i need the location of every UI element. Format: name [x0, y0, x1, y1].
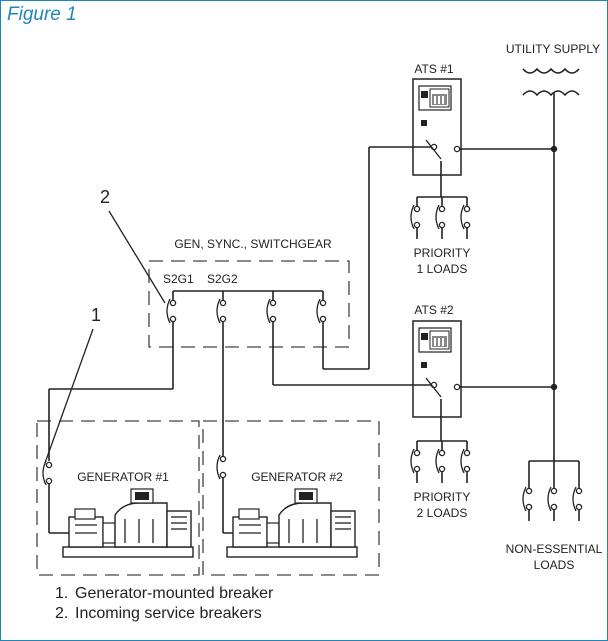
generator1-mounted-breaker — [42, 460, 53, 486]
ats2-label: ATS #2 — [414, 303, 453, 317]
legend-item-1: 1.Generator-mounted breaker — [55, 585, 274, 602]
switchgear-label: GEN, SYNC., SWITCHGEAR — [174, 237, 332, 251]
generator2-icon — [226, 488, 358, 558]
priority2-loads — [410, 440, 471, 483]
utility-transformer — [522, 67, 580, 97]
ats1-transfer-switch — [425, 139, 461, 160]
generator2-mounted-breaker — [216, 454, 227, 480]
priority1-loads — [410, 196, 471, 239]
generator1-enclosure — [36, 420, 200, 576]
figure-title: Figure 1 — [7, 4, 77, 25]
callout-1-leader — [44, 328, 94, 464]
nonessential-loads — [522, 460, 583, 521]
nonessential-label-line1: NON-ESSENTIAL — [506, 542, 603, 556]
s2g2-label: S2G2 — [207, 272, 238, 286]
utility-supply-label: UTILITY SUPPLY — [506, 42, 600, 56]
priority2-label-line2: 2 LOADS — [417, 506, 468, 520]
generator1-icon — [62, 488, 194, 558]
priority1-label-line1: PRIORITY — [414, 246, 471, 260]
generator1-label: GENERATOR #1 — [77, 470, 169, 484]
callout-2-leader — [108, 210, 166, 304]
legend-item-2: 2.Incoming service breakers — [55, 605, 262, 622]
ats1-label: ATS #1 — [414, 62, 453, 76]
callout-2: 2 — [100, 187, 110, 207]
priority1-label-line2: 1 LOADS — [417, 262, 468, 276]
ats2-transfer-switch — [425, 377, 461, 398]
generator2-label: GENERATOR #2 — [251, 470, 343, 484]
generator2-enclosure — [202, 420, 380, 576]
callout-1: 1 — [91, 305, 101, 325]
priority2-label-line1: PRIORITY — [414, 490, 471, 504]
s2g1-label: S2G1 — [163, 272, 194, 286]
switchgear-breakers — [166, 291, 327, 324]
switchgear-enclosure — [148, 260, 350, 348]
nonessential-label-line2: LOADS — [534, 558, 575, 572]
